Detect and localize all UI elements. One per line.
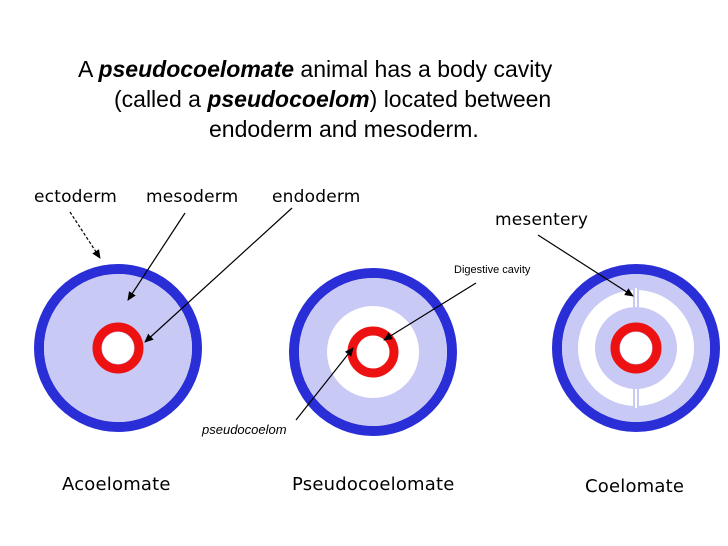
ectoderm-ring (34, 264, 202, 432)
heading-line-1: A pseudocoelomate animal has a body cavi… (78, 54, 678, 84)
digestive-cavity-arrow (383, 282, 477, 341)
heading-text: (called a (114, 86, 208, 112)
gut-lumen (357, 336, 389, 368)
endoderm-ring (610, 322, 662, 374)
heading-line-2: (called a pseudocoelom) located between (78, 84, 678, 114)
mesentery-label: mesentery (495, 210, 589, 230)
digestive-cavity-label: Digestive cavity (454, 264, 531, 276)
ectoderm-ring (552, 264, 720, 432)
heading-text: ) located between (369, 86, 552, 112)
pseudocoelom-arrow (295, 347, 354, 421)
heading: A pseudocoelomate animal has a body cavi… (78, 54, 678, 144)
endoderm-ring (92, 322, 144, 374)
heading-term-pseudocoelom: pseudocoelom (207, 86, 370, 112)
heading-text: endoderm and mesoderm. (209, 116, 479, 142)
pseudocoelom-label: pseudocoelom (202, 422, 287, 437)
caption-acoelomate: Acoelomate (62, 474, 171, 495)
heading-line-3: endoderm and mesoderm. (78, 114, 678, 144)
ectoderm-arrow (69, 211, 101, 259)
ectoderm-label: ectoderm (34, 187, 117, 207)
leader-lines (69, 207, 634, 421)
mesoderm-label: mesoderm (146, 187, 239, 207)
coelomate-cross-section (552, 264, 720, 432)
mesoderm-arrow (127, 212, 186, 301)
mesentery-arrow (537, 234, 634, 297)
heading-text: A (78, 56, 99, 82)
heading-text: animal has a body cavity (294, 56, 553, 82)
caption-pseudocoelomate: Pseudocoelomate (292, 474, 455, 495)
endoderm-arrow (144, 207, 293, 343)
pseudocoelomate-cross-section (289, 268, 457, 436)
endoderm-label: endoderm (272, 187, 361, 207)
gut-lumen (620, 332, 652, 364)
acoelomate-cross-section (34, 264, 202, 432)
caption-coelomate: Coelomate (585, 476, 685, 497)
ectoderm-ring (289, 268, 457, 436)
heading-term-pseudocoelomate: pseudocoelomate (98, 56, 295, 82)
gut-lumen (102, 332, 134, 364)
